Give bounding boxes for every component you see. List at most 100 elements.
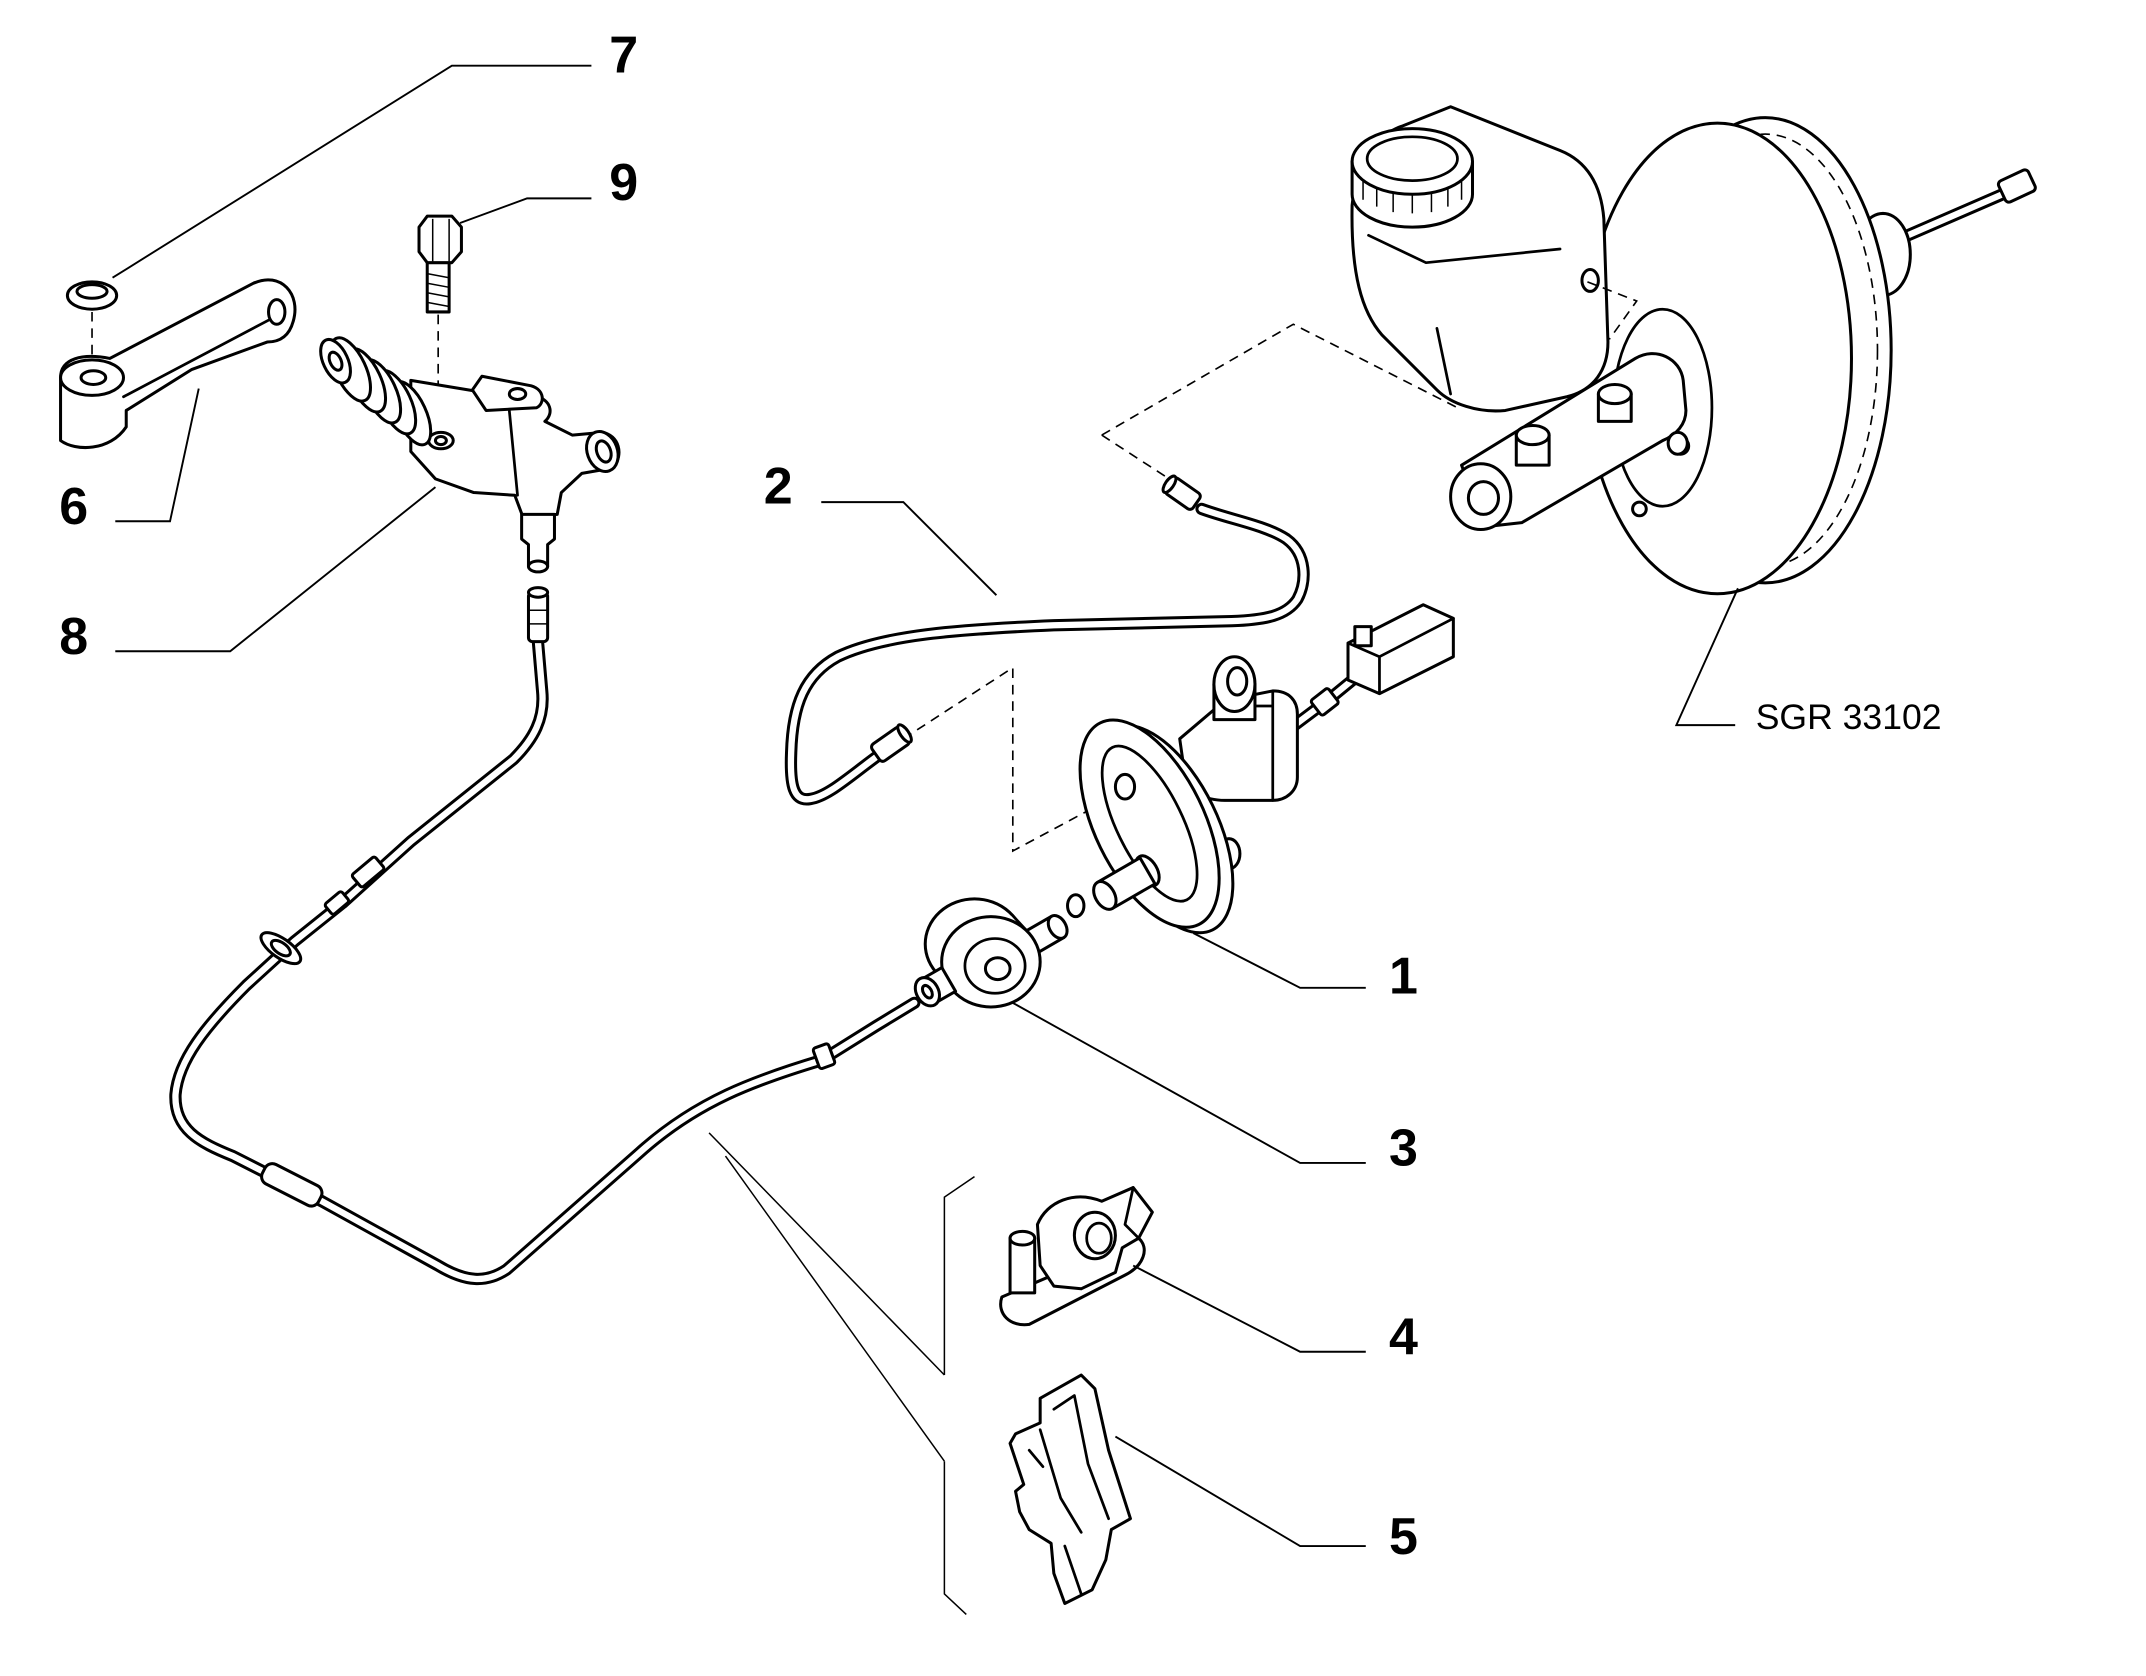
callout-number-8: 8 — [59, 608, 88, 666]
leader-line-6 — [115, 388, 200, 523]
reservoir-cap — [1350, 127, 1475, 229]
part-1-cable-collar-body — [1309, 687, 1340, 717]
reservoir-side-line — [1435, 326, 1452, 396]
master-cylinder-flange-nut — [1666, 430, 1689, 456]
leader-line-8 — [115, 486, 437, 653]
part-8-lower-port-tip — [526, 559, 550, 574]
part-1-o-ring — [1066, 893, 1086, 919]
part-8-boot-end-center — [327, 350, 344, 372]
reservoir-cap-inner — [1365, 135, 1459, 182]
group-bracket-lower — [943, 1461, 967, 1615]
callout-number-9: 9 — [609, 154, 638, 212]
part-3-left-nipple-bore — [920, 983, 934, 1000]
callout-number-5: 5 — [1389, 1508, 1418, 1566]
leader-line-5 — [1114, 1435, 1366, 1547]
reservoir-nipple — [1580, 268, 1600, 293]
part-1-stud — [1113, 772, 1137, 801]
leader-line-1 — [1192, 932, 1366, 989]
pipe-2-lower-fitting-end — [896, 723, 913, 744]
leader-line-2 — [821, 501, 998, 596]
part-3-fitting — [913, 897, 1069, 1009]
pushrod-end-body — [1996, 168, 2037, 204]
reservoir-cap-ribs — [1362, 180, 1463, 214]
master-cylinder-end-bore — [1466, 480, 1501, 516]
hose-sleeve-body — [260, 1162, 324, 1208]
hose-grommet — [259, 931, 303, 966]
part-6-boss-hole — [79, 369, 108, 386]
hydraulic-hose — [169, 586, 921, 1286]
part-3-right-nipple-end — [1046, 913, 1069, 940]
part-8-tab — [470, 374, 544, 412]
callout-number-4: 4 — [1389, 1308, 1418, 1366]
part-9-thread — [427, 272, 450, 308]
callout-number-2: 2 — [764, 457, 793, 515]
part-1-outlet-end — [1092, 880, 1118, 911]
part-1-outlet — [1092, 854, 1161, 911]
part-6-arm-ridge — [122, 318, 270, 399]
part-3-face-bore — [983, 956, 1012, 982]
hose-connector-nut — [350, 855, 386, 889]
part-8-boot — [319, 336, 433, 447]
part-5-body — [1008, 1373, 1132, 1605]
part-2-pipe — [784, 474, 1310, 806]
part-9-bolt — [417, 214, 463, 314]
leader-line-drawing-code — [1674, 587, 1739, 727]
reservoir-cap-top — [1350, 127, 1475, 196]
brake-booster-assembly — [1350, 105, 2037, 596]
leader-line-9 — [459, 197, 592, 224]
part-1-plug-latch — [1353, 625, 1373, 648]
booster-pushrod-core — [1892, 188, 2012, 244]
callout-number-6: 6 — [59, 478, 88, 536]
callout-number-7: 7 — [609, 27, 638, 85]
part-7-washer-inner — [75, 283, 109, 300]
group-line-lower — [724, 1155, 946, 1462]
assembly-line-nipple — [1587, 281, 1638, 340]
master-cylinder-port-rear-top — [1596, 382, 1633, 406]
hose-connector-nut-body — [350, 855, 386, 889]
hose-collar — [811, 1042, 837, 1071]
pipe-2-lower-fitting — [870, 723, 913, 763]
group-line-upper — [708, 1132, 945, 1376]
hose-connector-ferrule-body — [323, 890, 351, 916]
drawing-reference-code: SGR 33102 — [1756, 697, 1942, 737]
part-1-cable-collar — [1309, 687, 1340, 717]
part-1-flange-front — [1078, 718, 1221, 929]
part-1-electrical-plug — [1346, 603, 1455, 696]
part-8-slave-cylinder — [319, 336, 621, 574]
booster-front-face — [1581, 121, 1853, 596]
part-1-master-cylinder — [1066, 603, 1455, 935]
part-9-head — [417, 214, 463, 265]
hose-grommet-inner — [269, 938, 292, 958]
hose-end-fitting-body — [526, 590, 550, 644]
part-6-lever — [59, 278, 297, 450]
pipe-2-upper-fitting — [1161, 474, 1202, 511]
hose-end-fitting — [526, 586, 550, 644]
leader-line-3 — [1012, 1002, 1366, 1164]
part-3-left-nipple — [913, 966, 958, 1008]
hose-collar-body — [811, 1042, 837, 1071]
part-8-right-port-bore — [594, 439, 613, 464]
assembly-line-pipe-lower — [902, 666, 1126, 853]
master-cylinder-port-front-top — [1514, 423, 1551, 447]
reservoir-ridge-line — [1367, 233, 1562, 265]
part-4-edge-lines — [1123, 1186, 1141, 1240]
pushrod-end-fitting — [1996, 168, 2037, 204]
hose-end-fitting-tip — [526, 586, 550, 599]
part-4-post-top — [1008, 1229, 1037, 1247]
leader-line-4 — [1132, 1264, 1366, 1353]
part-1-inlet-bore — [1226, 666, 1249, 697]
booster-stud-lower — [1631, 500, 1648, 518]
part-5-detail-lines — [1027, 1394, 1110, 1596]
part-1-plug-edges — [1346, 617, 1455, 696]
callout-number-3: 3 — [1389, 1120, 1418, 1178]
leader-line-7 — [112, 64, 592, 279]
part-7-washer — [65, 280, 119, 311]
pipe-2-core — [787, 505, 1307, 803]
assembly-line-reservoir — [1101, 323, 1458, 436]
part-4-post — [1008, 1236, 1037, 1295]
part-9-head-faces — [431, 218, 450, 262]
pipe-2-upper-fitting-end — [1161, 474, 1178, 494]
hose-core — [172, 639, 918, 1283]
part-4-clip — [999, 1186, 1154, 1327]
